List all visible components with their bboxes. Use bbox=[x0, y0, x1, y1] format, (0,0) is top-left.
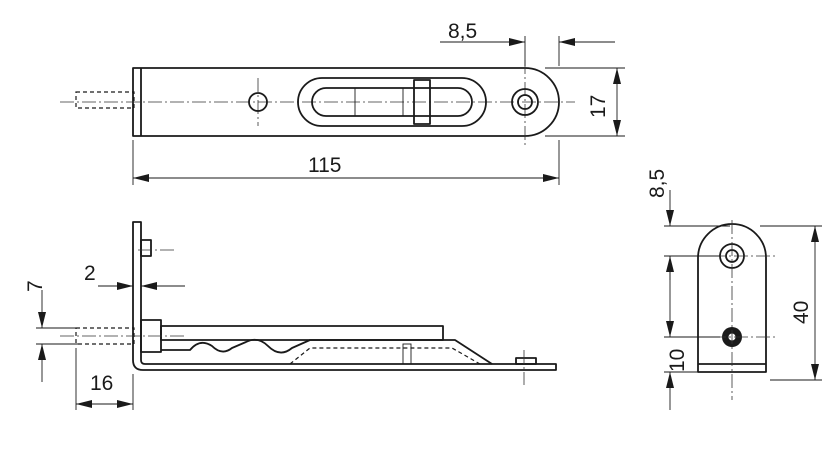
dim-arrow-16 bbox=[666, 372, 674, 388]
side-view-tab bbox=[140, 239, 152, 257]
dim-side-thickness: 2 bbox=[84, 262, 96, 285]
dim-side-pin-offset: 7 bbox=[24, 280, 47, 292]
dim-end-edge-offset: 8,5 bbox=[646, 169, 669, 198]
top-view-end-hole-outer bbox=[511, 88, 539, 116]
dim-arrow-10 bbox=[38, 344, 46, 360]
dim-top-width: 17 bbox=[587, 95, 610, 118]
dim-arrow-13 bbox=[666, 210, 674, 226]
top-view-hole bbox=[248, 92, 268, 112]
top-view-knob bbox=[413, 79, 431, 125]
dim-top-length: 115 bbox=[308, 154, 341, 177]
top-view-slot-inner bbox=[311, 87, 473, 117]
side-view-mechanism bbox=[161, 338, 493, 365]
dim-arrow-8 bbox=[141, 282, 157, 290]
top-view-plate bbox=[132, 67, 560, 137]
side-view-end-tab bbox=[515, 357, 537, 365]
top-view-bolt-pin bbox=[75, 91, 135, 109]
dim-arrow-9 bbox=[38, 312, 46, 328]
dim-arrow-11 bbox=[76, 400, 92, 408]
dim-arrow-2 bbox=[559, 38, 575, 46]
top-view-end-hole-inner bbox=[517, 94, 533, 110]
dim-arrow-12 bbox=[117, 400, 133, 408]
dim-arrow-5 bbox=[133, 174, 149, 182]
dim-arrow-18 bbox=[811, 364, 819, 380]
side-view: 2 7 16 bbox=[24, 221, 557, 410]
end-view-plate bbox=[697, 223, 767, 373]
side-view-bracket bbox=[132, 221, 557, 371]
dim-arrow-15 bbox=[666, 321, 674, 337]
top-view-slot-outer bbox=[297, 77, 487, 127]
dim-arrow bbox=[509, 38, 525, 46]
side-view-hidden-path bbox=[289, 347, 481, 365]
side-view-bar bbox=[160, 325, 444, 341]
dim-end-height: 40 bbox=[790, 301, 813, 324]
rect bbox=[402, 343, 412, 365]
dim-end-pin-height: 10 bbox=[666, 349, 689, 372]
dim-arrow-7 bbox=[117, 282, 133, 290]
dim-top-edge-offset: 8,5 bbox=[448, 20, 477, 43]
dim-side-pin-length: 16 bbox=[90, 372, 113, 395]
dim-arrow-17 bbox=[811, 226, 819, 242]
top-view: 8,5 17 115 bbox=[60, 20, 625, 185]
dim-arrow-6 bbox=[543, 174, 559, 182]
dim-arrow-4 bbox=[613, 120, 621, 136]
end-view: 8,5 10 40 bbox=[646, 169, 822, 410]
dim-arrow-3 bbox=[613, 68, 621, 84]
